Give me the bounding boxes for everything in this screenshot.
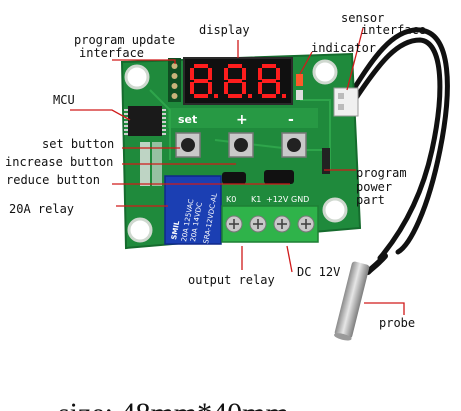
label-sensor-1: sensor	[341, 11, 384, 25]
display-segment	[258, 68, 262, 80]
probe-tube	[334, 261, 370, 341]
label-program-power-1: program	[356, 166, 407, 180]
display-segment	[242, 68, 246, 80]
label-output-relay: output relay	[188, 273, 275, 287]
display-dot	[214, 94, 218, 98]
screw-terminal-block	[221, 205, 319, 243]
display-segment	[262, 79, 276, 83]
display-segment	[228, 64, 242, 68]
display-segment	[258, 82, 262, 94]
set-button[interactable]	[175, 132, 201, 158]
display-segment	[228, 94, 242, 98]
sensor-cable	[347, 27, 450, 275]
terminal-label-k0: K0	[226, 195, 236, 204]
indicator-led	[296, 74, 303, 86]
display-segment	[228, 79, 242, 83]
label-program-power-3: part	[356, 193, 385, 207]
sensor-connector	[333, 87, 359, 117]
label-program-update-1: program update	[74, 33, 175, 47]
size-caption: size: 48mm*40mm	[58, 397, 289, 411]
terminal-label-gnd: GND	[291, 195, 309, 204]
silk-minus: -	[288, 112, 294, 128]
label-program-update-2: interface	[79, 46, 144, 60]
label-sensor-2: interface	[361, 23, 426, 37]
label-relay-20a: 20A relay	[9, 202, 74, 216]
label-display: display	[199, 23, 250, 37]
label-set-button: set button	[42, 137, 114, 151]
display-segment	[262, 94, 276, 98]
label-mcu: MCU	[53, 93, 75, 107]
display-segment	[208, 82, 212, 94]
display-segment	[194, 64, 208, 68]
label-reduce-button: reduce button	[6, 173, 100, 187]
relay-brand: SMIL	[170, 220, 181, 241]
display-segment	[262, 64, 276, 68]
display-segment	[190, 68, 194, 80]
display-segment	[224, 68, 228, 80]
label-increase-button: increase button	[5, 155, 113, 169]
label-indicator: indicator	[311, 41, 376, 55]
mount-hole	[127, 217, 153, 243]
mount-hole	[312, 59, 338, 85]
mount-hole	[322, 197, 348, 223]
display-segment	[208, 68, 212, 80]
display-dot	[248, 94, 252, 98]
terminal-label-12v: +12V	[266, 195, 289, 204]
leader-lines	[70, 27, 405, 315]
display-dot	[282, 94, 286, 98]
terminal-label-k1: K1	[251, 195, 261, 204]
seven-segment-display	[183, 57, 293, 105]
label-program-power-2: power	[356, 180, 392, 194]
display-segment	[242, 82, 246, 94]
display-segment	[276, 68, 280, 80]
silk-plus: +	[236, 112, 248, 128]
relay-20a: SMIL 20A 125VAC 20A 14VDC SRA-12VDC-AL	[164, 175, 222, 245]
display-segment	[194, 94, 208, 98]
label-probe: probe	[379, 316, 415, 330]
display-segment	[190, 82, 194, 94]
mount-hole	[124, 64, 150, 90]
display-segment	[194, 79, 208, 83]
display-segment	[276, 82, 280, 94]
increase-button[interactable]	[228, 132, 254, 158]
program-update-header	[168, 58, 181, 102]
reduce-button[interactable]	[281, 132, 307, 158]
mcu-chip	[124, 106, 166, 136]
label-dc-12v: DC 12V	[297, 265, 340, 279]
silk-set: set	[178, 113, 197, 126]
display-segment	[224, 82, 228, 94]
